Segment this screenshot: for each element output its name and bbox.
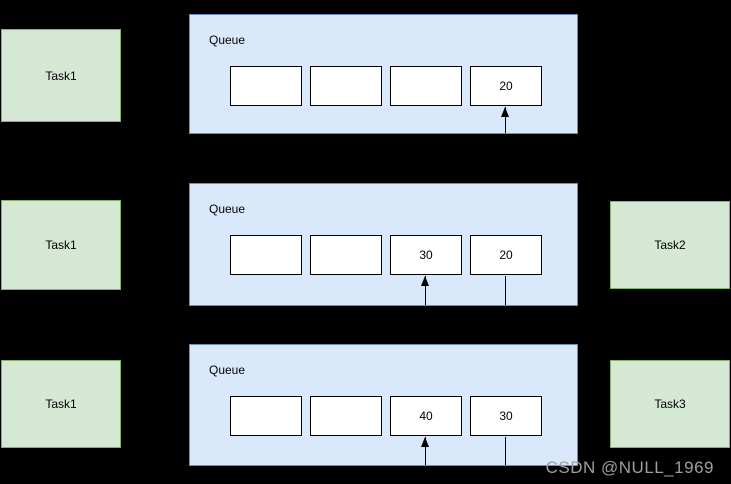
arrow-up-icon — [421, 276, 429, 286]
rear-pointer-line — [501, 276, 510, 305]
queue-cell-value: 20 — [499, 248, 513, 262]
task-box-right-2: Task3 — [610, 360, 730, 448]
front-pointer-arrow — [501, 107, 510, 133]
queue-title: Queue — [209, 33, 246, 47]
queue-cell-4: 20 — [470, 66, 542, 106]
front-pointer-arrow — [421, 276, 430, 305]
task-box-left-2: Task1 — [1, 200, 121, 290]
queue-cell-1 — [230, 396, 302, 436]
queue-cell-value: 20 — [499, 79, 513, 93]
task-label: Task1 — [45, 397, 77, 411]
queue-panel-3: Queue 40 30 — [189, 344, 578, 466]
queue-panel-1: Queue 20 — [189, 14, 578, 134]
queue-cell-3: 30 — [390, 235, 462, 275]
queue-cell-2 — [310, 396, 382, 436]
queue-cell-3 — [390, 66, 462, 106]
queue-title: Queue — [209, 363, 246, 377]
task-label: Task1 — [45, 238, 77, 252]
arrow-up-icon — [421, 437, 429, 447]
queue-cell-value: 30 — [419, 248, 433, 262]
pointer-line — [505, 107, 506, 133]
rear-pointer-line — [501, 437, 510, 465]
queue-cell-value: 30 — [499, 409, 513, 423]
queue-cell-2 — [310, 235, 382, 275]
queue-cell-4: 20 — [470, 235, 542, 275]
task-box-left-3: Task1 — [1, 360, 121, 448]
task-box-right-1: Task2 — [610, 201, 730, 289]
arrow-up-icon — [501, 107, 509, 117]
queue-cell-4: 30 — [470, 396, 542, 436]
task-label: Task3 — [654, 397, 686, 411]
queue-cell-2 — [310, 66, 382, 106]
pointer-line — [425, 437, 426, 465]
queue-title: Queue — [209, 202, 246, 216]
task-box-left-1: Task1 — [1, 29, 121, 122]
pointer-line — [425, 276, 426, 305]
front-pointer-arrow — [421, 437, 430, 465]
watermark-text: CSDN @NULL_1969 — [545, 458, 714, 477]
pointer-line — [505, 437, 506, 465]
queue-panel-2: Queue 30 20 — [189, 183, 578, 306]
queue-cell-1 — [230, 66, 302, 106]
queue-cell-value: 40 — [419, 409, 433, 423]
queue-cell-1 — [230, 235, 302, 275]
pointer-line — [505, 276, 506, 305]
queue-cell-3: 40 — [390, 396, 462, 436]
task-label: Task1 — [45, 68, 77, 83]
task-label: Task2 — [654, 238, 686, 252]
